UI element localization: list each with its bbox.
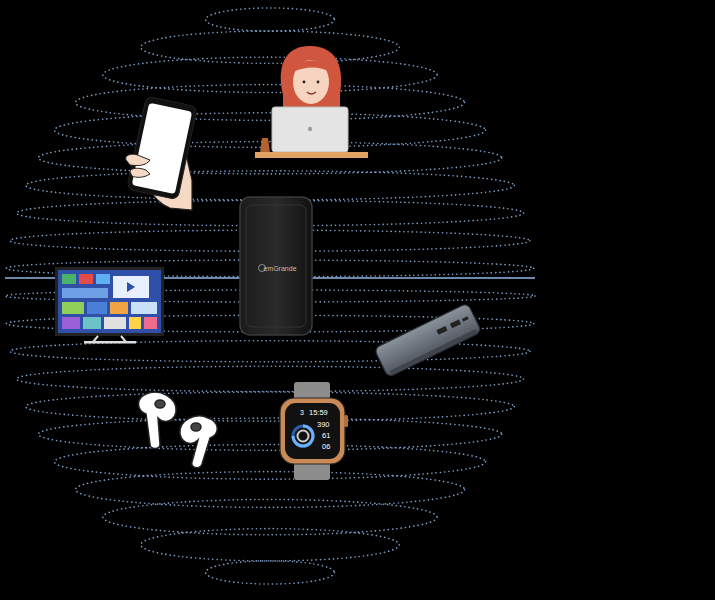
signal-ring [38,418,501,450]
signal-ring [26,171,514,200]
signal-sphere [5,8,535,584]
signal-ring [26,392,514,421]
phone-icon [126,96,198,210]
signal-ring [206,561,335,584]
signal-ring [103,57,437,92]
signal-ring [16,366,523,391]
earbuds-icon [139,392,218,467]
signal-ring [75,472,464,508]
tv-icon [55,267,164,344]
device-logo-area: emGrande [240,255,312,281]
signal-ring [141,31,399,63]
signal-ring [38,142,501,174]
signal-ring [206,8,335,31]
signal-ring [55,445,486,480]
watch-stat: 61 [322,432,330,440]
brand-logo-text: emGrande [255,265,296,272]
signal-ring [103,499,437,534]
watch-stat: 06 [322,443,330,451]
watch-time: 15:59 [309,409,328,417]
watch-stat: 390 [317,421,330,429]
watch-digit: 3 [300,409,304,416]
power-bank-icon [374,303,482,377]
signal-ring [75,85,464,121]
hotspot-device [240,197,312,335]
smartwatch-icon [280,382,348,480]
person-laptop-icon [255,46,368,158]
signal-ring [141,529,399,561]
